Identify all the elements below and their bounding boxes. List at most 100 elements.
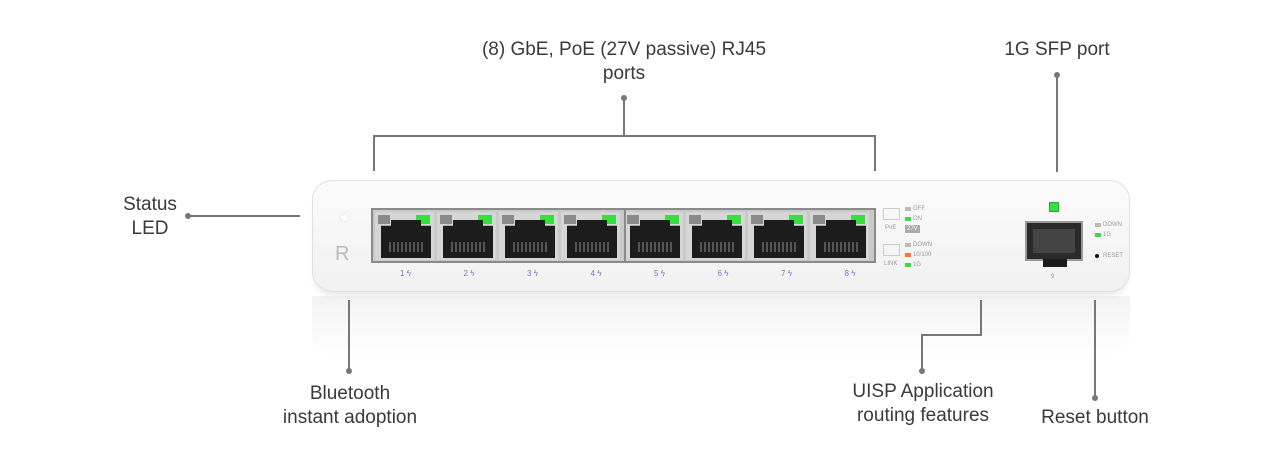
sfp-cage xyxy=(1033,229,1075,253)
callout-line xyxy=(348,300,350,370)
label-line: UISP Application xyxy=(852,381,994,402)
link-led xyxy=(540,215,554,224)
bracket-line xyxy=(373,135,375,171)
port-pins xyxy=(762,242,796,252)
port-label: 1 ϟ xyxy=(400,269,411,278)
reset-button[interactable]: RESET xyxy=(1095,252,1123,260)
label-line: instant adoption xyxy=(282,407,418,428)
link-led xyxy=(478,215,492,224)
poe-off: OFF xyxy=(905,205,925,213)
port-label: 2 ϟ xyxy=(464,269,475,278)
callout-dot xyxy=(1092,395,1098,401)
port-pins xyxy=(389,242,423,252)
label-line: ports xyxy=(602,63,646,84)
logo: R xyxy=(335,243,350,265)
rj45-port[interactable] xyxy=(810,212,869,260)
sfp-label: 9 xyxy=(1051,274,1055,280)
bluetooth-label: Bluetooth instant adoption xyxy=(250,382,450,430)
port-number: 3 xyxy=(527,269,532,278)
callout-line xyxy=(1056,75,1058,172)
port-label: 8 ϟ xyxy=(845,269,856,278)
bracket-line xyxy=(874,135,876,171)
link-legend-box xyxy=(883,244,900,256)
link-high-swatch xyxy=(905,263,911,267)
port-number: 6 xyxy=(717,269,722,278)
link-high: 1G xyxy=(905,261,921,269)
callout-line xyxy=(921,334,923,370)
link-legend-title: LINK xyxy=(884,261,898,267)
reset-label: RESET xyxy=(1103,253,1124,259)
callout-dot xyxy=(919,368,925,374)
sfp-down-swatch xyxy=(1095,223,1101,227)
callout-line xyxy=(188,215,300,217)
port-socket xyxy=(505,220,555,258)
port-pins xyxy=(824,242,858,252)
port-number: 1 xyxy=(400,269,405,278)
link-down: DOWN xyxy=(905,241,932,249)
uisp-label: UISP Application routing features xyxy=(823,380,1023,428)
port-label: 5 ϟ xyxy=(654,269,665,278)
port-label: 6 ϟ xyxy=(718,269,729,278)
reset-hole-icon xyxy=(1095,254,1099,258)
reset-button-label: Reset button xyxy=(1041,407,1149,428)
status-led-label: Status LED xyxy=(110,193,190,241)
port-number: 8 xyxy=(844,269,849,278)
activity-led xyxy=(564,215,576,224)
rj45-port[interactable] xyxy=(561,212,620,260)
link-mid-swatch xyxy=(905,253,911,257)
poe-on-label: ON xyxy=(913,216,922,222)
port-socket xyxy=(443,220,493,258)
port-socket xyxy=(754,220,804,258)
rj45-port[interactable] xyxy=(686,212,745,260)
sfp-port-label: 1G SFP port xyxy=(1004,39,1110,60)
device-reflection xyxy=(312,296,1130,356)
label-line: (8) GbE, PoE (27V passive) RJ45 xyxy=(481,39,767,60)
rj45-port[interactable] xyxy=(499,212,558,260)
poe-off-label: OFF xyxy=(913,206,925,212)
rj45-port-group xyxy=(371,208,876,263)
poe-voltage: 27V xyxy=(905,225,920,233)
port-socket xyxy=(567,220,617,258)
poe-legend-title: PoE xyxy=(885,225,897,231)
callout-line xyxy=(921,334,982,336)
link-high-label: 1G xyxy=(913,262,922,268)
port-socket xyxy=(630,220,680,258)
rj45-port[interactable] xyxy=(624,212,683,260)
port-label: 7 ϟ xyxy=(781,269,792,278)
callout-line xyxy=(1094,300,1096,397)
callout-dot xyxy=(346,368,352,374)
rj45-port[interactable] xyxy=(748,212,807,260)
rj45-port[interactable] xyxy=(437,212,496,260)
callout-line xyxy=(623,98,625,136)
sfp-high-label: 1G xyxy=(1103,232,1112,238)
poe-off-swatch xyxy=(905,207,911,211)
sfp-high: 1G xyxy=(1095,231,1111,239)
poe-icon: ϟ xyxy=(851,269,856,278)
sfp-down-label: DOWN xyxy=(1103,222,1122,228)
sfp-port[interactable] xyxy=(1025,221,1083,267)
link-mid: 10/100 xyxy=(905,251,931,259)
label-line: LED xyxy=(131,218,169,239)
sfp-down: DOWN xyxy=(1095,221,1122,229)
link-led xyxy=(416,215,430,224)
link-led xyxy=(665,215,679,224)
port-pins xyxy=(575,242,609,252)
activity-led xyxy=(751,215,763,224)
activity-led xyxy=(378,215,390,224)
link-led xyxy=(789,215,803,224)
link-led xyxy=(602,215,616,224)
link-led xyxy=(727,215,741,224)
link-down-label: DOWN xyxy=(913,242,932,248)
rj45-ports-label: (8) GbE, PoE (27V passive) RJ45 ports xyxy=(474,38,774,86)
poe-on-swatch xyxy=(905,217,911,221)
poe-icon: ϟ xyxy=(406,269,411,278)
rj45-port[interactable] xyxy=(375,212,434,260)
poe-legend-box xyxy=(883,208,900,220)
activity-led xyxy=(689,215,701,224)
poe-icon: ϟ xyxy=(660,269,665,278)
status-led xyxy=(341,214,348,221)
port-socket xyxy=(381,220,431,258)
link-down-swatch xyxy=(905,243,911,247)
link-led xyxy=(851,215,865,224)
